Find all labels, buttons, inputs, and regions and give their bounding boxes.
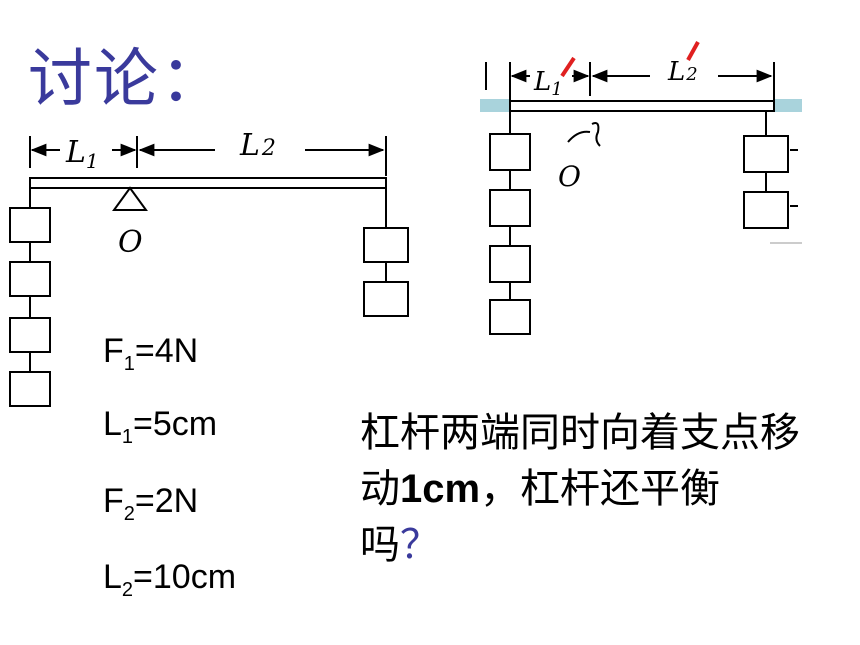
weight-block [9,261,51,297]
weight-block [743,191,789,229]
weight-block [363,227,409,263]
right-beam-end-left [480,99,510,112]
page-title: 讨论： [28,43,226,117]
left-beam [29,177,387,189]
right-beam [509,100,775,112]
left-weights-left-end [9,188,51,407]
left-lever: L1 L2 O [9,128,409,407]
weight-block [489,189,531,227]
left-pivot-triangle [112,186,148,211]
red-mark-l2 [686,41,700,61]
formula-l1: L1=5cm [103,405,218,448]
question-text: 杠杆两端同时向着支点移动1cm，杠杆还平衡吗？ [360,410,800,568]
right-pivot-label: O [558,160,581,193]
right-l2-label: L2 [667,57,698,87]
weight-block [489,133,531,171]
red-mark-l1 [560,56,576,78]
right-pivot-sketch [567,122,601,147]
weight-block [9,371,51,407]
left-weights-right-end [363,188,409,317]
formula-f1: F1=4N [103,332,199,375]
right-lever: L1 L2 O [480,41,802,335]
weight-block [489,299,531,335]
weight-block [9,317,51,353]
left-l2-label: L2 [239,128,276,163]
weight-block [363,281,409,317]
left-pivot-label: O [118,225,143,260]
formula-l2: L2=10cm [103,558,237,601]
right-weights-left-end [489,111,531,335]
weight-block [9,207,51,243]
weight-block [743,135,789,173]
left-l1-label: L1 [65,135,99,173]
right-l1-label: L1 [533,67,563,100]
formula-f2: F2=2N [103,482,199,525]
right-weights-right-end [743,111,798,229]
right-beam-end-right [774,99,802,112]
weight-block [489,245,531,283]
